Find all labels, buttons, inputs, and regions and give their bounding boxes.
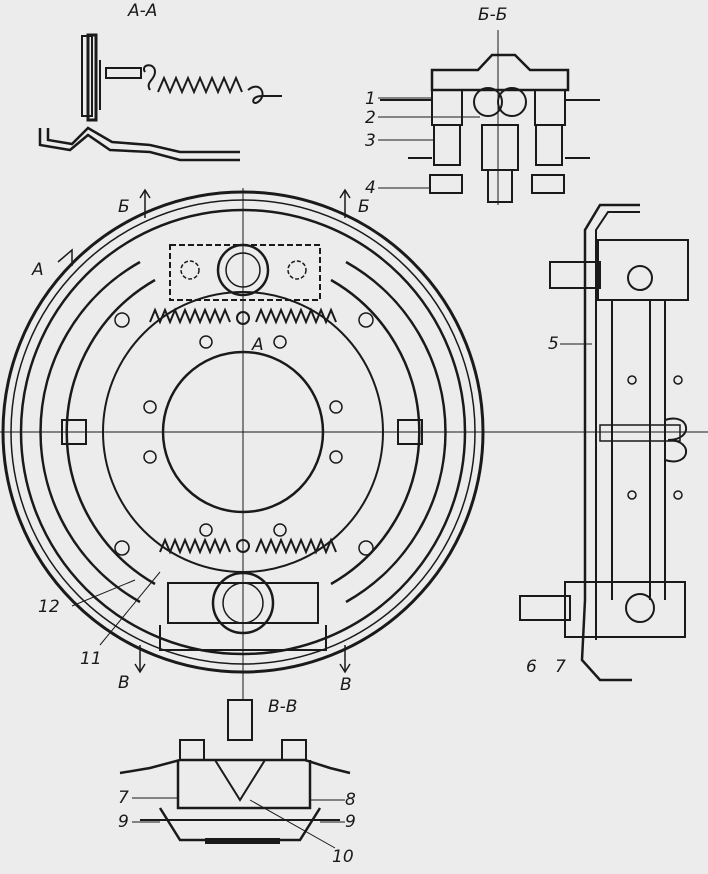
callout-10: 10 <box>332 847 354 867</box>
callout-3: 3 <box>365 131 376 151</box>
section-marker-a: А <box>31 260 44 280</box>
callout-8: 8 <box>345 790 356 810</box>
section-vv-view: В-В <box>119 697 351 849</box>
section-aa-title: А-А <box>127 1 157 21</box>
section-bb-view: Б-Б <box>378 5 600 205</box>
callout-4: 4 <box>365 178 376 198</box>
callout-11: 11 <box>80 649 102 669</box>
center-label-a: А <box>251 335 264 355</box>
section-vv-title: В-В <box>268 697 297 717</box>
callout-9-left: 9 <box>118 812 129 832</box>
side-section-view <box>519 203 689 682</box>
callout-7-bottom: 7 <box>118 788 129 808</box>
section-marker-v-right: В <box>340 675 352 695</box>
section-marker-b-right: Б <box>358 197 370 217</box>
callout-7-side: 7 <box>555 657 566 677</box>
callout-2: 2 <box>365 108 376 128</box>
callout-5: 5 <box>548 334 559 354</box>
section-marker-v-left: В <box>118 673 130 693</box>
section-bb-title: Б-Б <box>478 5 507 25</box>
main-front-view <box>0 188 708 700</box>
callout-12: 12 <box>38 597 60 617</box>
section-aa-view: А-А <box>38 1 282 162</box>
callout-6: 6 <box>526 657 537 677</box>
section-marker-b-left: Б <box>118 197 130 217</box>
callout-9-right: 9 <box>345 812 356 832</box>
callout-1: 1 <box>365 89 376 109</box>
